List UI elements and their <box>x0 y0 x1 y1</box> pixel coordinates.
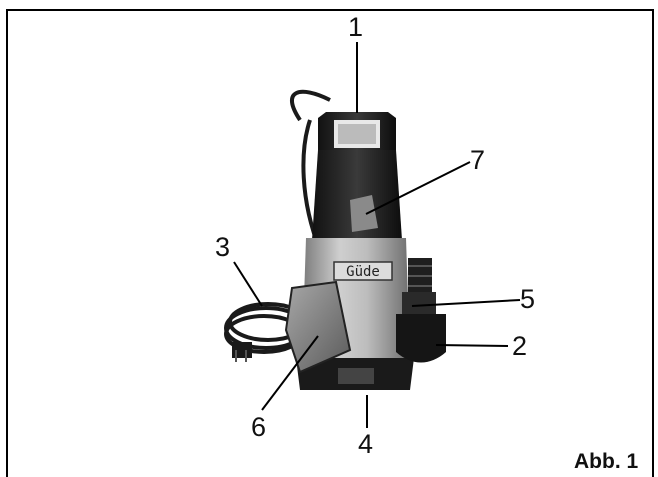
hose-connector <box>396 258 446 363</box>
callout-7: 7 <box>470 145 486 175</box>
pump-base <box>296 358 414 390</box>
plug-icon <box>232 342 252 362</box>
callout-5: 5 <box>520 284 536 314</box>
callout-leaders <box>233 42 521 428</box>
page-border <box>6 9 654 477</box>
brand-label: Güde <box>346 264 380 280</box>
callout-6: 6 <box>251 412 267 442</box>
callout-4: 4 <box>358 429 374 459</box>
callout-1: 1 <box>348 12 364 42</box>
float-switch <box>284 280 352 374</box>
callout-3: 3 <box>215 232 231 262</box>
figure-caption: Abb. 1 <box>574 450 639 473</box>
callout-2: 2 <box>512 331 528 361</box>
motor-housing <box>312 150 402 240</box>
